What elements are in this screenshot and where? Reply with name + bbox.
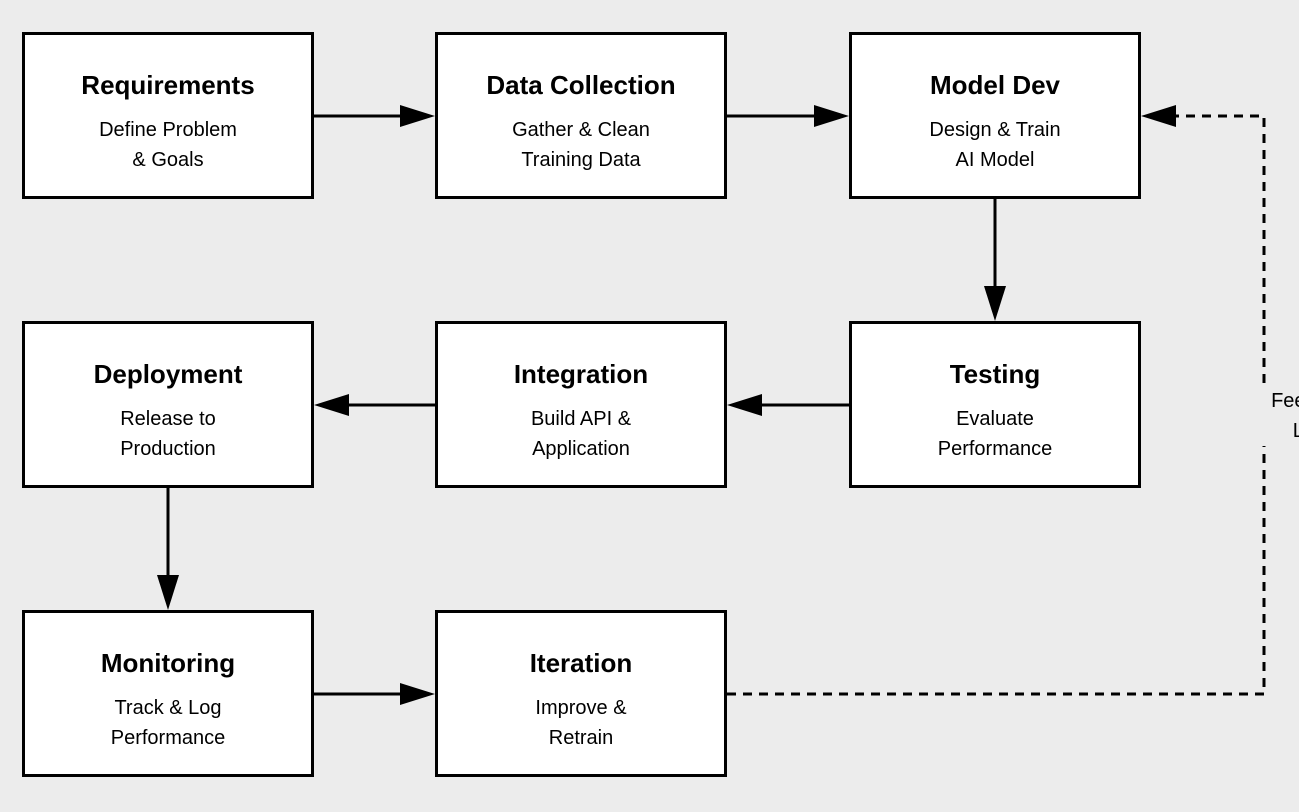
node-description-line: Build API &: [530, 408, 632, 430]
node-testing: Testing Evaluate Performance: [849, 321, 1141, 488]
node-title: Data Collection: [486, 70, 676, 100]
arrow-monitoring-to-iteration: [314, 683, 435, 705]
node-description-line: AI Model: [955, 149, 1035, 171]
node-monitoring: Monitoring Track & Log Performance: [22, 610, 314, 777]
arrow-testing-to-integration: [727, 394, 849, 416]
node-title: Integration: [513, 359, 649, 389]
node-model-dev: Model Dev Design & Train AI Model: [849, 32, 1141, 199]
node-description-line: Improve &: [535, 697, 627, 719]
feedback-loop-label: Feedback Loop: [1255, 386, 1299, 446]
node-description-line: Evaluate: [956, 408, 1034, 430]
node-deployment: Deployment Release to Production: [22, 321, 314, 488]
node-description-line: Track & Log: [114, 697, 222, 719]
arrow-data-collection-to-model-dev: [727, 105, 849, 127]
arrow-requirements-to-data-collection: [314, 105, 435, 127]
node-description-line: Performance: [937, 438, 1053, 460]
node-title: Testing: [949, 359, 1041, 389]
node-requirements: Requirements Define Problem & Goals: [22, 32, 314, 199]
node-title: Monitoring: [100, 648, 236, 678]
node-data-collection: Data Collection Gather & Clean Training …: [435, 32, 727, 199]
arrow-integration-to-deployment: [314, 394, 435, 416]
arrow-model-dev-to-testing: [984, 199, 1006, 321]
node-description-line: Design & Train: [929, 119, 1061, 141]
node-description-line: Production: [120, 438, 216, 460]
node-description-line: Define Problem: [99, 119, 237, 141]
feedback-label-line: Loop: [1292, 420, 1299, 442]
node-integration: Integration Build API & Application: [435, 321, 727, 488]
node-description-line: Application: [532, 438, 630, 460]
node-description-line: Retrain: [548, 727, 614, 749]
arrow-feedback-loop: [727, 105, 1266, 696]
node-title: Model Dev: [929, 70, 1061, 100]
feedback-label-line: Feedback: [1271, 390, 1299, 412]
node-description-line: Training Data: [521, 149, 641, 171]
node-title: Iteration: [529, 648, 633, 678]
node-description-line: Release to: [120, 408, 216, 430]
node-iteration: Iteration Improve & Retrain: [435, 610, 727, 777]
node-description-line: & Goals: [132, 149, 204, 171]
node-title: Deployment: [93, 359, 243, 389]
arrow-deployment-to-monitoring: [157, 488, 179, 610]
node-title: Requirements: [81, 70, 255, 100]
node-description-line: Gather & Clean: [512, 119, 650, 141]
node-description-line: Performance: [110, 727, 226, 749]
